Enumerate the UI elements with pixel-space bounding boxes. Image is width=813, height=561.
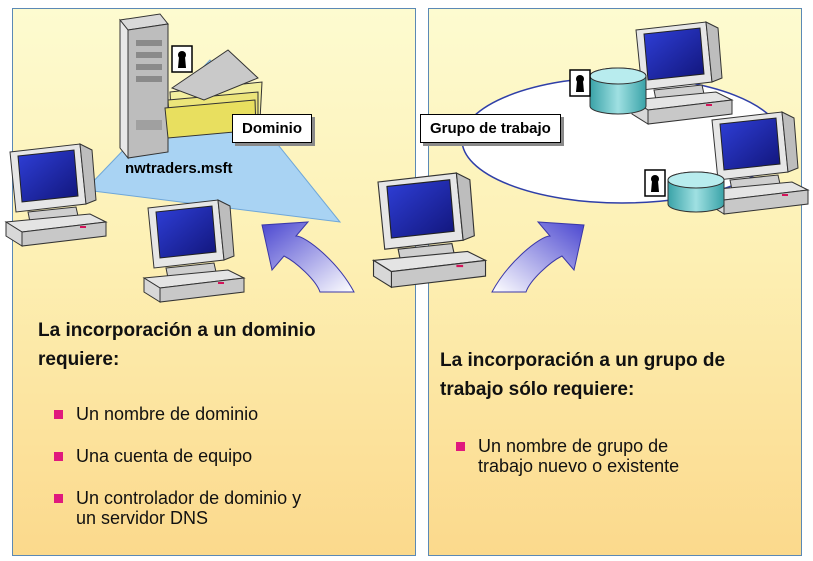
- workgroup-heading-line1: La incorporación a un grupo de: [440, 350, 726, 371]
- domain-heading-line2: requiere:: [38, 349, 120, 370]
- bullet-icon: [54, 494, 63, 503]
- domain-heading-line1: La incorporación a un dominio: [38, 320, 316, 341]
- domain-requirements-list: Un nombre de dominio Una cuenta de equip…: [54, 404, 301, 528]
- arrow-to-domain-icon: [261, 221, 355, 293]
- bullet-icon: [456, 442, 465, 451]
- arrow-to-workgroup-icon: [491, 221, 585, 293]
- disk-icon-right: [667, 171, 725, 213]
- server-icon: [119, 13, 169, 160]
- workgroup-heading-line2: trabajo sólo requiere:: [440, 379, 635, 400]
- domain-name-label: nwtraders.msft: [125, 160, 233, 177]
- workgroup-lock-icon-top: [569, 69, 591, 97]
- domain-computer-left-icon: [5, 143, 107, 247]
- domain-heading: La incorporación a un dominio requiere:: [38, 316, 316, 374]
- list-item: Una cuenta de equipo: [54, 446, 301, 466]
- central-computer-icon: [372, 172, 487, 288]
- disk-icon-top: [589, 67, 647, 115]
- workgroup-lock-icon-right: [644, 169, 666, 197]
- domain-tag: Dominio: [232, 114, 312, 143]
- server-lock-icon: [171, 45, 193, 73]
- list-item: Un nombre de dominio: [54, 404, 301, 424]
- workgroup-heading: La incorporación a un grupo de trabajo s…: [440, 346, 725, 404]
- workgroup-computer-top-icon: [631, 21, 733, 125]
- bullet-icon: [54, 410, 63, 419]
- bullet-icon: [54, 452, 63, 461]
- domain-computer-center-icon: [143, 199, 245, 303]
- workgroup-tag: Grupo de trabajo: [420, 114, 561, 143]
